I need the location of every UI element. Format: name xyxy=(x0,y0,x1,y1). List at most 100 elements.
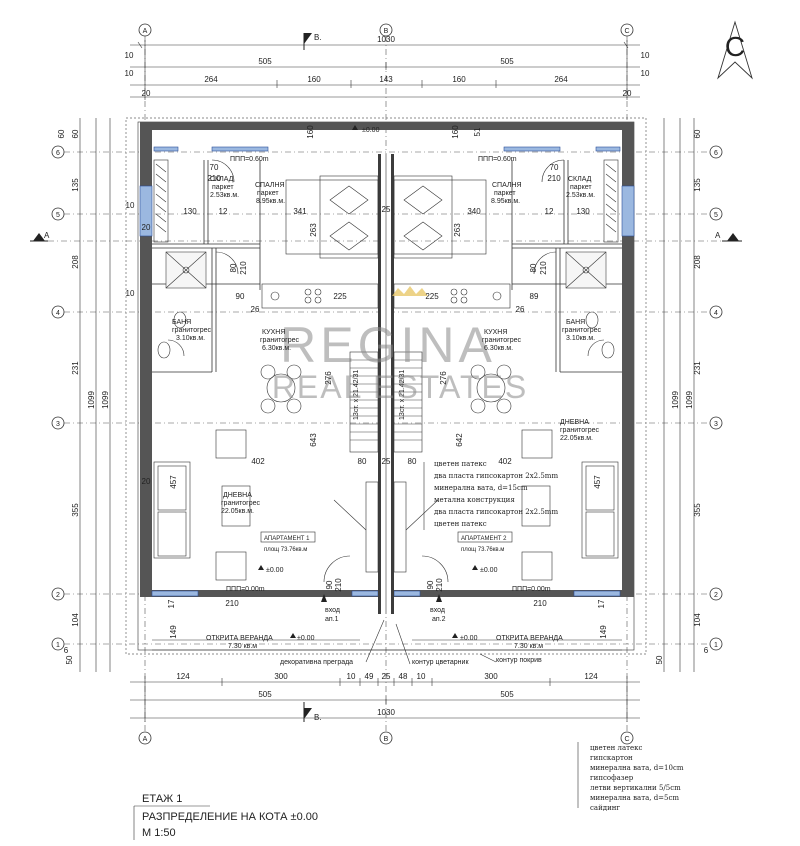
facade-layer-3: минерална вата, d=10cm xyxy=(590,764,684,772)
title-block: ЕТАЖ 1 РАЗПРЕДЕЛЕНИЕ НА КОТА ±0.00 М 1:5… xyxy=(133,793,318,840)
dim-int-210-a: 210 xyxy=(207,174,221,183)
sheet-description: РАЗПРЕДЕЛЕНИЕ НА КОТА ±0.00 xyxy=(142,811,318,823)
wall-buildup-legend: цветен патекс два пласта гипсокартон 2x2… xyxy=(423,460,558,530)
axis-row-4-left: 4 xyxy=(56,310,60,317)
room-living-right-floor: гранитогрес xyxy=(560,427,599,434)
wall-layer-5: два пласта гипсокартон 2x2.5mm xyxy=(434,508,558,516)
axis-row-6-left: 6 xyxy=(56,150,60,157)
axis-row-1-left: 1 xyxy=(56,642,60,649)
room-bath-right-floor: гранитогрес xyxy=(562,327,601,334)
dim-top-seg-4: 160 xyxy=(452,75,466,84)
ppp-top-right: ППП=0.60m xyxy=(478,156,517,163)
level-top: ±0.00 xyxy=(362,127,380,134)
dim-left-7: 50 xyxy=(65,655,74,664)
dim-right-3: 208 xyxy=(693,255,702,269)
dim-int-340: 340 xyxy=(467,207,481,216)
level-right-apt: ±0.00 xyxy=(480,567,498,574)
dim-int-457-r: 457 xyxy=(593,475,602,489)
dim-right-1: 60 xyxy=(693,129,702,138)
dim-int-6-b: 6 xyxy=(704,646,709,655)
dining-tables xyxy=(260,364,512,414)
dim-int-276-l: 276 xyxy=(324,371,333,385)
ppp-bottom-left: ППП=0.00m xyxy=(226,586,265,593)
interior-dimensions: 341 263 25 340 263 225 225 276 276 643 6… xyxy=(57,125,709,655)
dim-top-half-right: 505 xyxy=(500,57,514,66)
axis-label-a-bottom: А xyxy=(143,736,148,743)
room-bedroom-left-area: 8.95кв.м. xyxy=(256,198,285,205)
section-marker-a: А А xyxy=(30,231,742,242)
room-kitchen-left-floor: гранитогрес xyxy=(260,337,299,344)
dim-bottom-seg-5: 25 xyxy=(382,672,391,681)
room-storage-right-floor: паркет xyxy=(570,184,592,191)
dim-int-210-g: 210 xyxy=(225,599,239,608)
room-kitchen-right-floor: гранитогрес xyxy=(482,337,521,344)
stairs: 13ст. x 21.42/31 13ст. x 21.42/31 xyxy=(349,351,423,453)
dim-int-10-a: 10 xyxy=(126,201,135,210)
dim-top-small-5: 10 xyxy=(641,51,650,60)
facade-layer-2: гипскартон xyxy=(590,754,633,762)
room-storage-left-floor: паркет xyxy=(212,184,234,191)
dim-bottom-half-right: 505 xyxy=(500,690,514,699)
axis-row-5-right: 5 xyxy=(714,212,718,219)
room-kitchen-right-area: 6.30кв.м. xyxy=(484,345,513,352)
axis-row-4-right: 4 xyxy=(714,310,718,317)
dim-int-12-l: 12 xyxy=(219,207,228,216)
dim-top-seg-3: 143 xyxy=(379,75,393,84)
wall-layer-4: метална конструкция xyxy=(434,496,515,504)
axis-row-6-right: 6 xyxy=(714,150,718,157)
callout-roof: контур покрив xyxy=(496,657,542,664)
dim-int-210-f: 210 xyxy=(435,578,444,592)
axis-row-3-right: 3 xyxy=(714,421,718,428)
room-storage-right-area: 2.53кв.м. xyxy=(566,192,595,199)
room-storage-left-name: СКЛАД xyxy=(210,176,234,183)
dim-left-2: 135 xyxy=(71,178,80,192)
entrance-labels: вход ап.1 вход ап.2 xyxy=(325,607,446,623)
dim-int-457-l: 457 xyxy=(169,475,178,489)
dim-int-210-b: 210 xyxy=(547,174,561,183)
dim-int-90-a: 90 xyxy=(325,580,334,589)
callout-partition: декоративна преграда xyxy=(280,659,353,666)
dim-int-402-l: 402 xyxy=(251,457,265,466)
ppp-top-left: ППП=0.60m xyxy=(230,156,269,163)
dim-left-1: 60 xyxy=(71,129,80,138)
dim-int-643: 643 xyxy=(309,433,318,447)
dimension-chain-left: 60 135 208 231 355 104 50 1099 1099 xyxy=(65,118,111,672)
watermark-regina: REGINA xyxy=(280,317,496,373)
dim-top-small-1: 10 xyxy=(125,51,134,60)
dim-int-51: 51 xyxy=(473,127,482,136)
dim-right-total-b: 1099 xyxy=(685,391,694,409)
facade-layer-1: цветен латекс xyxy=(590,744,643,752)
room-storage-left-area: 2.53кв.м. xyxy=(210,192,239,199)
callouts: декоративна преграда контур цветарник ко… xyxy=(280,619,542,666)
entrance-right-label: вход xyxy=(430,607,445,614)
room-living-right-name: ДНЕВНА xyxy=(560,419,589,426)
facade-layer-5: летви вертикални 5/5cm xyxy=(590,784,681,792)
dim-int-6-a: 6 xyxy=(64,646,69,655)
room-bedroom-right-name: СПАЛНЯ xyxy=(492,182,522,189)
dim-int-210-d: 210 xyxy=(539,261,548,275)
dim-int-70-a: 70 xyxy=(210,163,219,172)
dim-bottom-seg-7: 10 xyxy=(417,672,426,681)
living-furniture-right xyxy=(521,429,619,581)
dim-bottom-seg-2: 300 xyxy=(274,672,288,681)
facade-layer-4: гипсофазер xyxy=(590,774,634,782)
dim-right-7: 50 xyxy=(655,655,664,664)
dim-int-149-r: 149 xyxy=(599,625,608,639)
axis-label-a-top: А xyxy=(143,28,148,35)
room-bedroom-left-floor: паркет xyxy=(257,190,279,197)
dim-int-149-l: 149 xyxy=(169,625,178,639)
level-veranda-right: ±0.00 xyxy=(460,635,478,642)
room-living-left-name: ДНЕВНА xyxy=(223,492,252,499)
dim-int-210-e: 210 xyxy=(334,578,343,592)
entrance-arrows xyxy=(321,594,442,602)
kitchen-fixtures xyxy=(261,283,511,309)
entrance-left-label: вход xyxy=(325,607,340,614)
north-letter: С xyxy=(725,31,745,62)
dim-int-20-b: 20 xyxy=(142,477,151,486)
section-b-top-label: В. xyxy=(314,33,322,42)
room-bath-right-area: 3.10кв.м. xyxy=(566,335,595,342)
room-kitchen-left-name: КУХНЯ xyxy=(262,329,285,336)
level-left-apt: ±0.00 xyxy=(266,567,284,574)
bedroom-furniture-right xyxy=(393,175,487,259)
room-veranda-left-area: 7.30 кв.м xyxy=(228,643,257,650)
